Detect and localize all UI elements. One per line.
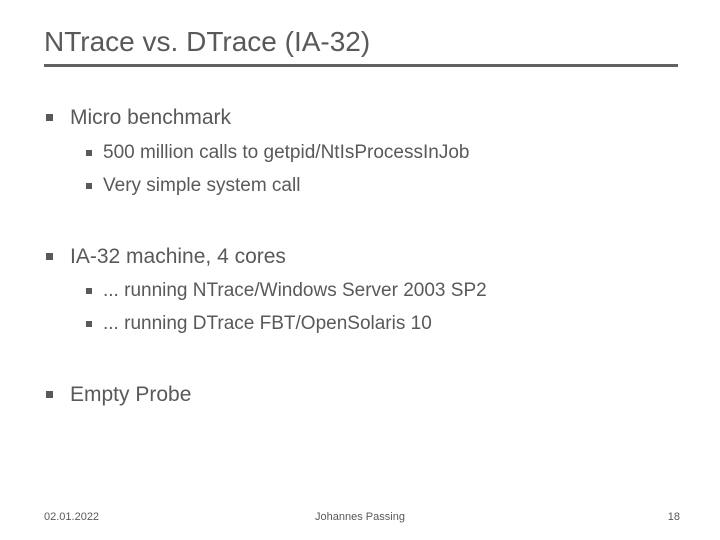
bullet-item-level2: ... running DTrace FBT/OpenSolaris 10	[86, 313, 432, 335]
bullet-item-level1: Micro benchmark	[46, 106, 232, 130]
bullet-item-level2: Very simple system call	[86, 175, 301, 197]
bullet-square-icon	[46, 391, 53, 398]
bullet-square-icon	[86, 183, 92, 189]
bullet-square-icon	[86, 321, 92, 327]
bullet-item-label: ... running NTrace/Windows Server 2003 S…	[103, 280, 487, 301]
bullet-item-label: Micro benchmark	[70, 106, 232, 129]
bullet-square-icon	[86, 150, 92, 156]
bullet-item-label: 500 million calls to getpid/NtIsProcessI…	[103, 142, 470, 163]
bullet-item-label: Very simple system call	[103, 175, 301, 196]
bullet-item-level1: Empty Probe	[46, 383, 192, 407]
bullet-item-level1: IA-32 machine, 4 cores	[46, 245, 286, 269]
bullet-item-label: IA-32 machine, 4 cores	[70, 245, 286, 268]
footer-date: 02.01.2022	[44, 511, 100, 523]
bullet-square-icon	[46, 114, 53, 121]
bullet-square-icon	[86, 288, 92, 294]
bullet-item-level2: ... running NTrace/Windows Server 2003 S…	[86, 280, 487, 302]
footer-author: Johannes Passing	[315, 511, 405, 523]
footer-page-number: 18	[667, 511, 680, 523]
bullet-item-level2: 500 million calls to getpid/NtIsProcessI…	[86, 142, 470, 164]
bullet-item-label: Empty Probe	[70, 383, 192, 406]
bullet-square-icon	[46, 253, 53, 260]
slide-title: NTrace vs. DTrace (IA-32)	[44, 26, 371, 57]
bullet-item-label: ... running DTrace FBT/OpenSolaris 10	[103, 313, 432, 334]
title-underline-rule	[44, 64, 678, 67]
